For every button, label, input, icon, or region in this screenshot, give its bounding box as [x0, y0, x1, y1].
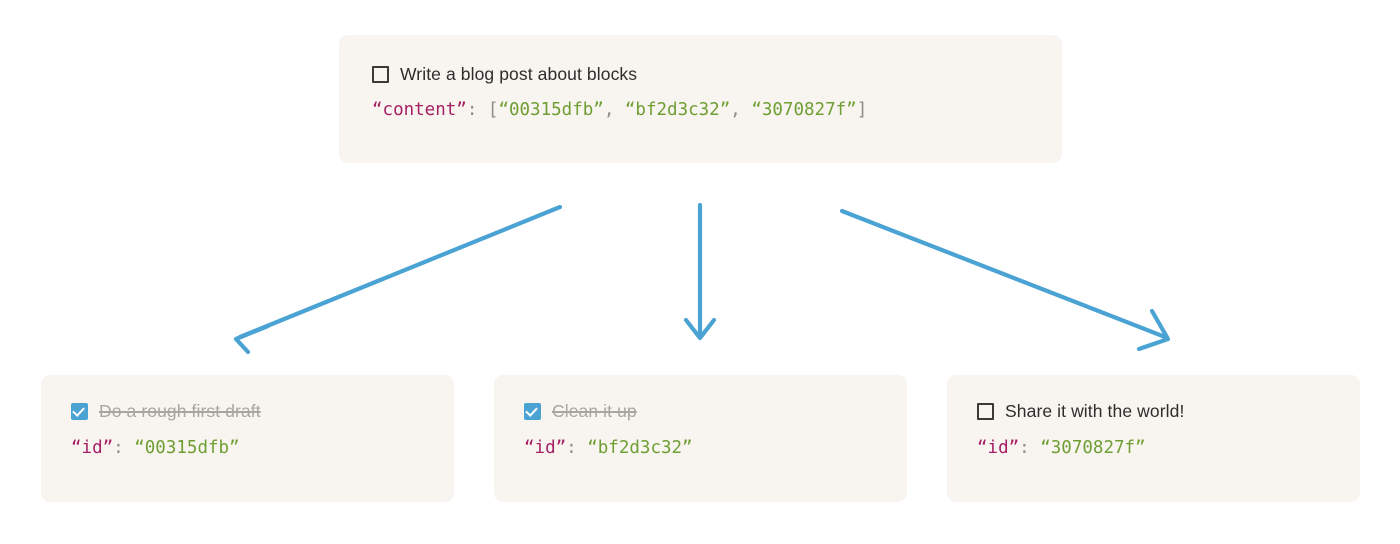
json-value: “3070827f”	[1040, 438, 1146, 458]
json-separator-0: ,	[603, 100, 625, 120]
json-key: “id”	[977, 438, 1020, 458]
arrow-to-first-child	[233, 204, 563, 355]
child-todo-row-1[interactable]: Clean it up	[524, 399, 907, 423]
json-value: “bf2d3c32”	[587, 438, 693, 458]
root-todo-row[interactable]: Write a blog post about blocks	[372, 62, 1062, 86]
child-todo-row-0[interactable]: Do a rough first draft	[71, 399, 454, 423]
arrow-to-third-child	[839, 208, 1171, 352]
root-json-line: “content”: [“00315dfb”, “bf2d3c32”, “307…	[372, 100, 1062, 120]
child-todo-label-2: Share it with the world!	[1005, 400, 1185, 421]
json-close-bracket: ]	[856, 100, 868, 120]
json-colon: :	[466, 100, 488, 120]
json-key: “content”	[372, 100, 467, 120]
child-block-card-1[interactable]: Clean it up “id”: “bf2d3c32”	[494, 375, 907, 502]
json-colon: :	[566, 438, 588, 458]
json-key: “id”	[524, 438, 567, 458]
json-value: “00315dfb”	[134, 438, 240, 458]
root-block-card[interactable]: Write a blog post about blocks “content”…	[339, 35, 1062, 163]
child-todo-label-1: Clean it up	[552, 400, 637, 421]
arrow-to-second-child	[683, 202, 717, 341]
json-separator-1: ,	[730, 100, 752, 120]
json-value-2: “3070827f”	[751, 100, 857, 120]
checkbox-unchecked-icon[interactable]	[977, 402, 994, 420]
child-todo-row-2[interactable]: Share it with the world!	[977, 399, 1360, 423]
json-key: “id”	[71, 438, 114, 458]
json-colon: :	[113, 438, 135, 458]
json-value-0: “00315dfb”	[498, 100, 604, 120]
json-colon: :	[1019, 438, 1041, 458]
child-json-line-0: “id”: “00315dfb”	[71, 438, 454, 458]
child-todo-label-0: Do a rough first draft	[99, 400, 261, 421]
checkbox-checked-icon[interactable]	[71, 402, 88, 420]
checkbox-unchecked-icon[interactable]	[372, 65, 389, 83]
json-value-1: “bf2d3c32”	[624, 100, 731, 120]
child-block-card-0[interactable]: Do a rough first draft “id”: “00315dfb”	[41, 375, 454, 502]
child-json-line-2: “id”: “3070827f”	[977, 438, 1360, 458]
json-open-bracket: [	[487, 100, 499, 120]
child-json-line-1: “id”: “bf2d3c32”	[524, 438, 907, 458]
checkbox-checked-icon[interactable]	[524, 402, 541, 420]
child-block-card-2[interactable]: Share it with the world! “id”: “3070827f…	[947, 375, 1360, 502]
root-todo-label: Write a blog post about blocks	[400, 63, 638, 84]
